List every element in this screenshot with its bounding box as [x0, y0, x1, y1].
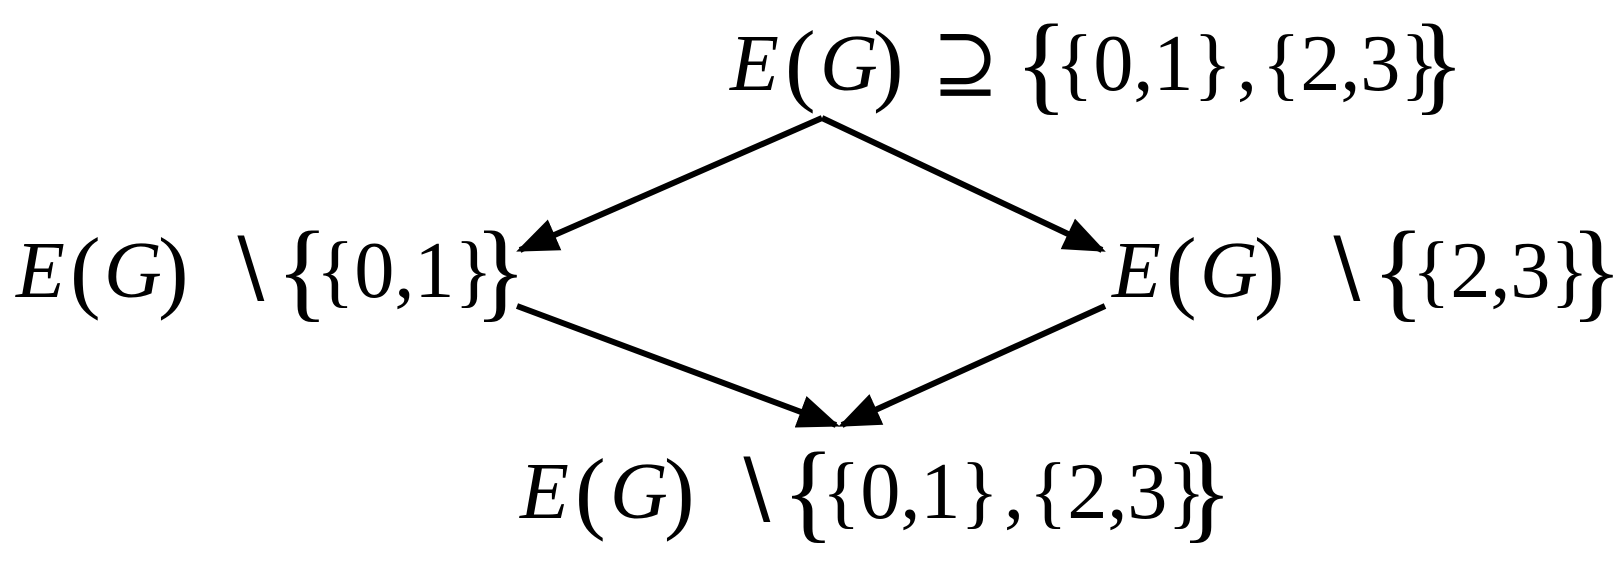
node-top-outer-lbrace: { [1015, 2, 1068, 124]
node-left: E ( G ) ∖ { {0,1} } [15, 209, 527, 331]
edge-right-to-bottom [838, 303, 1107, 428]
node-top-operator: ⊇ [932, 20, 999, 108]
node-bottom-operator: ∖ [728, 448, 779, 536]
node-right-G: G [1200, 227, 1258, 315]
edge-top-to-right [820, 115, 1106, 253]
node-right-set1: {2,3} [1412, 227, 1589, 315]
node-top: E ( G ) ⊇ { {0,1} , {2,3} } [729, 2, 1465, 124]
node-top-set2: {2,3} [1262, 20, 1439, 108]
node-left-lparen: ( [70, 219, 101, 321]
node-top-E: E [729, 20, 779, 108]
node-bottom-set1: {0,1} [822, 448, 999, 536]
node-right-operator: ∖ [1318, 227, 1369, 315]
node-bottom-outer-lbrace: { [782, 430, 835, 552]
node-top-set1: {0,1} [1055, 20, 1232, 108]
node-bottom-comma: , [1004, 448, 1024, 536]
node-left-outer-rbrace: } [474, 209, 527, 331]
node-top-lparen: ( [785, 12, 816, 114]
node-left-set1: {0,1} [316, 227, 493, 315]
node-top-G: G [820, 20, 878, 108]
node-right-outer-lbrace: { [1372, 209, 1425, 331]
node-bottom-G: G [610, 448, 668, 536]
node-left-outer-lbrace: { [276, 209, 329, 331]
node-left-G: G [104, 227, 162, 315]
node-top-comma: , [1237, 20, 1257, 108]
node-right-E: E [1111, 227, 1161, 315]
node-bottom-lparen: ( [575, 440, 606, 542]
node-right: E ( G ) ∖ { {2,3} } [1111, 209, 1623, 331]
node-bottom-E: E [519, 448, 569, 536]
node-top-rparen: ) [873, 12, 904, 114]
node-right-lparen: ( [1166, 219, 1197, 321]
edge-top-to-left [516, 115, 824, 253]
edge-left-to-bottom [515, 303, 840, 428]
node-bottom: E ( G ) ∖ { {0,1} , {2,3} } [519, 430, 1233, 552]
node-bottom-outer-rbrace: } [1180, 430, 1233, 552]
node-left-E: E [15, 227, 65, 315]
node-right-outer-rbrace: } [1570, 209, 1623, 331]
node-left-rparen: ) [158, 219, 189, 321]
node-left-operator: ∖ [222, 227, 273, 315]
node-right-rparen: ) [1254, 219, 1285, 321]
node-bottom-set2: {2,3} [1029, 448, 1206, 536]
node-bottom-rparen: ) [664, 440, 695, 542]
node-top-outer-rbrace: } [1412, 2, 1465, 124]
